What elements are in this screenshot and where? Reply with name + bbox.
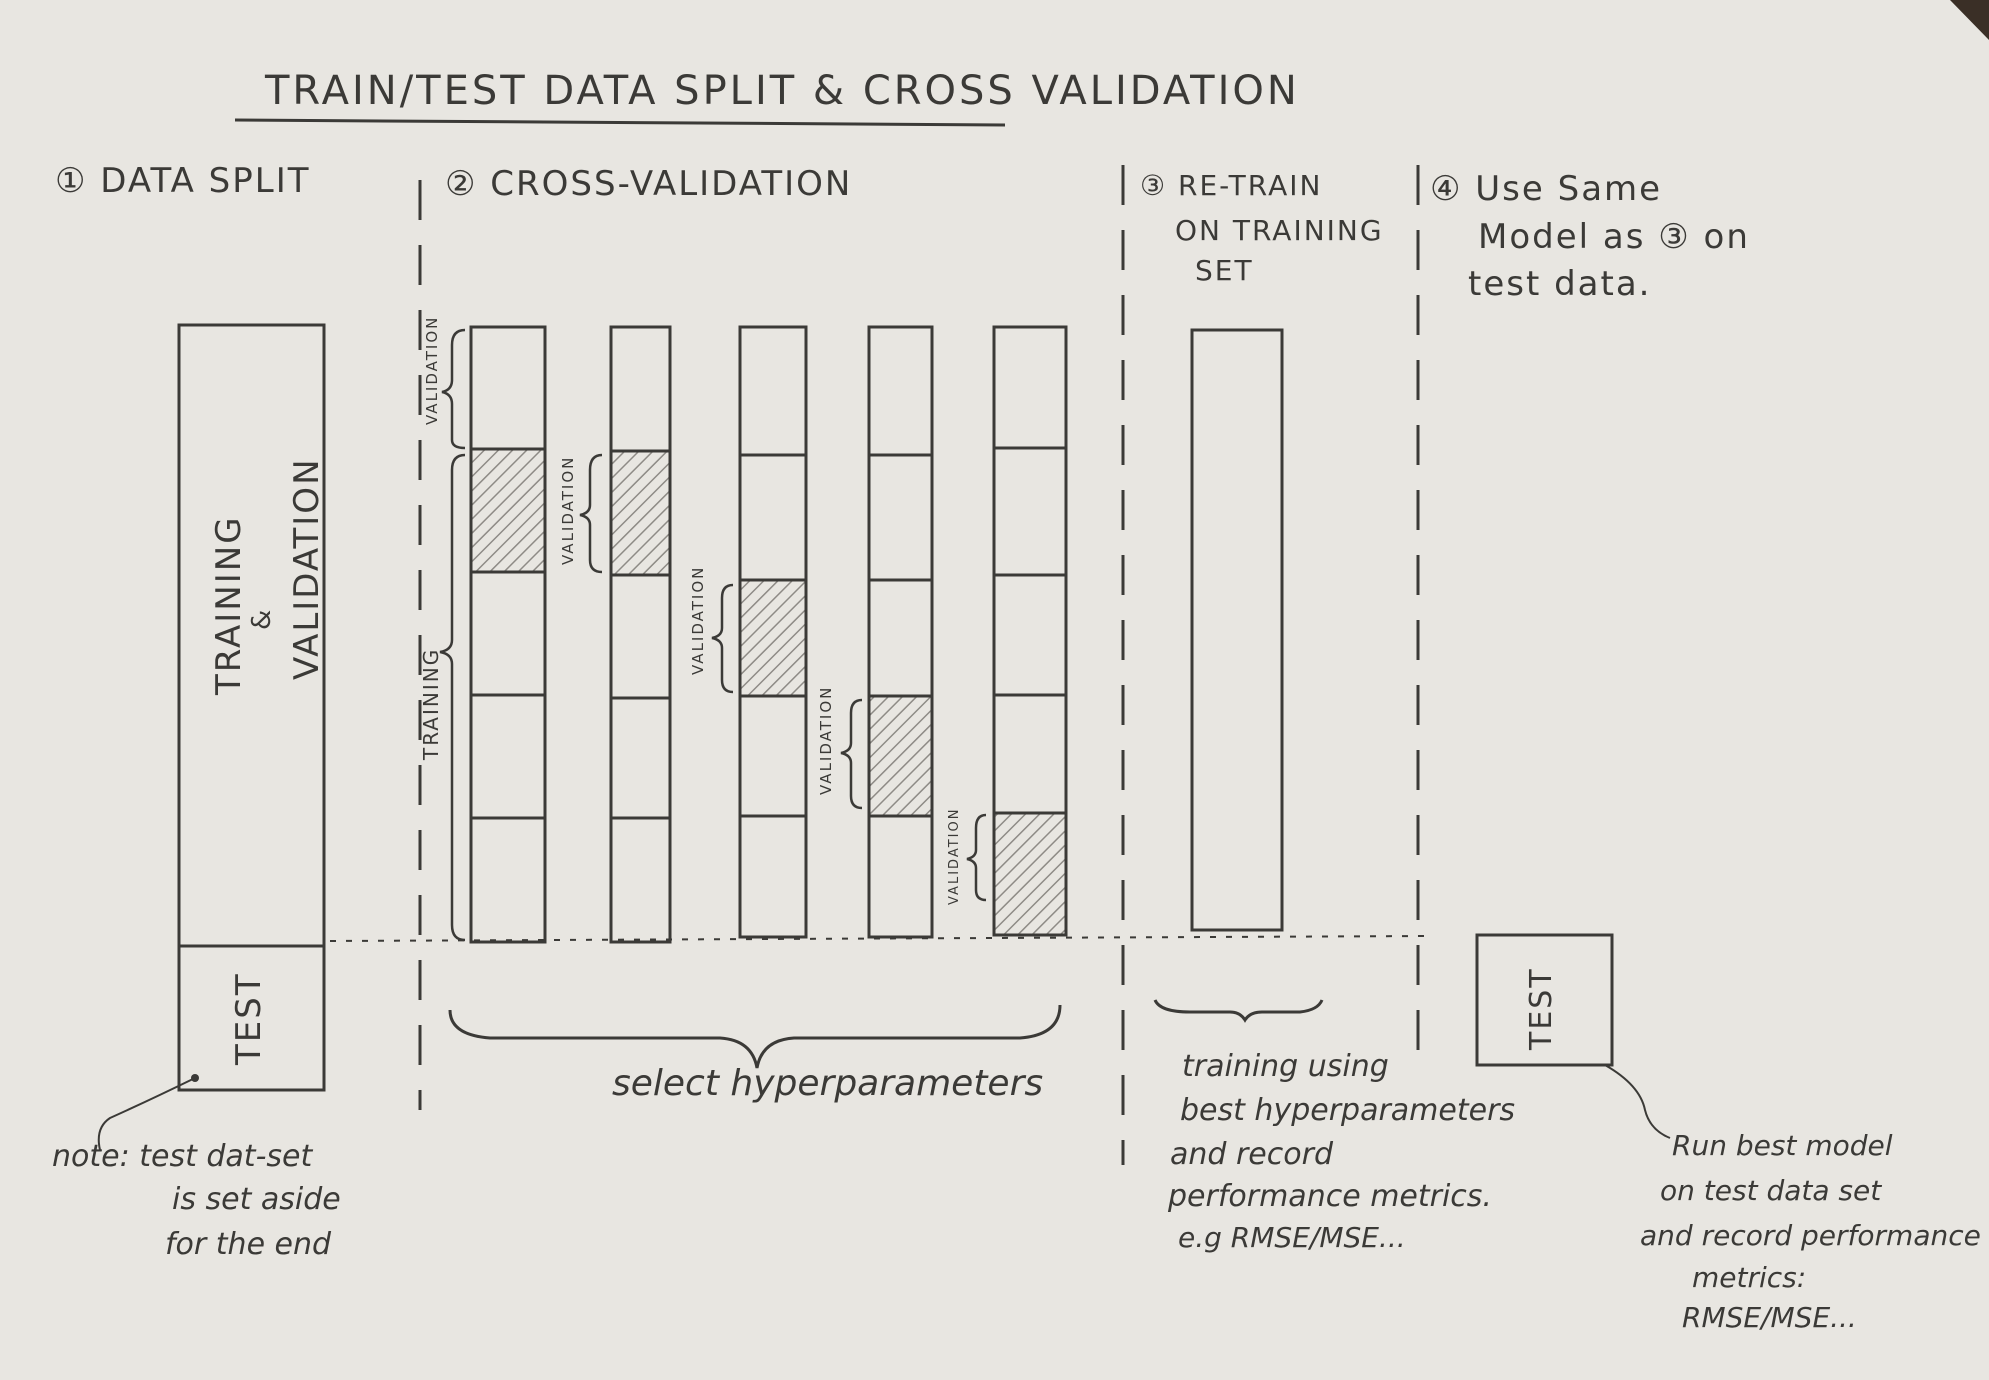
diagram-title: TRAIN/TEST DATA SPLIT & CROSS VALIDATION — [265, 68, 1300, 114]
cv-fold-2 — [609, 325, 672, 944]
heading-retrain-3: SET — [1195, 254, 1254, 287]
final-test-label: TEST — [1524, 967, 1559, 1050]
final-test-box — [1475, 933, 1614, 1067]
heading-retrain-2: ON TRAINING — [1175, 214, 1384, 247]
validation-brace-5 — [966, 813, 987, 902]
validation-brace-1 — [441, 328, 466, 450]
note-pointer-dot — [191, 1074, 199, 1082]
cv-fold-4 — [867, 325, 934, 939]
validation-brace-2 — [579, 453, 603, 574]
heading-retrain-1: ③ RE-TRAIN — [1140, 169, 1323, 202]
note-1-line-3: for the end — [165, 1227, 332, 1262]
cv-validation-label-2: VALIDATION — [559, 455, 577, 565]
heading-final-1: ④ Use Same — [1430, 169, 1663, 209]
cv-validation-label-1: VALIDATION — [423, 315, 441, 425]
split-validation-label: VALIDATION — [287, 457, 327, 680]
note-4-line-5: RMSE/MSE... — [1682, 1301, 1857, 1334]
training-brace-1 — [439, 453, 466, 942]
note-3-line-4: performance metrics. — [1168, 1179, 1492, 1214]
title-underline — [234, 118, 1006, 127]
validation-brace-4 — [840, 698, 863, 810]
test-baseline — [329, 935, 1431, 942]
note-4-line-1: Run best model — [1672, 1129, 1893, 1162]
cv-fold-3 — [738, 325, 808, 939]
retrain-brace — [1153, 999, 1324, 1023]
note-3-line-1: training using — [1182, 1049, 1389, 1084]
note-1-line-1: note: test dat-set — [52, 1139, 313, 1174]
note-1-line-2: is set aside — [172, 1182, 341, 1217]
split-column — [177, 323, 326, 1092]
note-pointer-1 — [97, 1077, 196, 1151]
heading-data-split: ① DATA SPLIT — [55, 161, 311, 201]
cv-fold-5 — [992, 325, 1068, 937]
cv-validation-label-5: VALIDATION — [947, 807, 962, 905]
heading-final-2: Model as ③ on — [1478, 217, 1750, 257]
note-pointer-2 — [1604, 1064, 1671, 1139]
note-4-line-3: and record performance — [1640, 1219, 1981, 1252]
cv-validation-label-3: VALIDATION — [689, 565, 707, 675]
split-training-label: TRAINING — [209, 515, 249, 695]
hyperparameter-brace — [448, 1004, 1062, 1069]
validation-brace-3 — [711, 583, 734, 694]
note-3-line-2: best hyperparameters — [1180, 1093, 1516, 1128]
cv-training-label: TRAINING — [419, 647, 443, 760]
cv-validation-label-4: VALIDATION — [817, 685, 835, 795]
note-3-line-3: and record — [1170, 1137, 1333, 1172]
retrain-column — [1190, 328, 1284, 932]
note-4-line-4: metrics: — [1692, 1261, 1807, 1294]
heading-cross-validation: ② CROSS-VALIDATION — [445, 164, 853, 204]
split-test-label: TEST — [229, 972, 269, 1065]
heading-final-3: test data. — [1468, 264, 1652, 304]
cv-fold-1 — [469, 325, 547, 944]
hyperparameter-label: select hyperparameters — [612, 1063, 1044, 1104]
note-3-line-5: e.g RMSE/MSE... — [1178, 1221, 1406, 1254]
split-and-label: & — [247, 607, 277, 630]
note-4-line-2: on test data set — [1660, 1174, 1882, 1207]
